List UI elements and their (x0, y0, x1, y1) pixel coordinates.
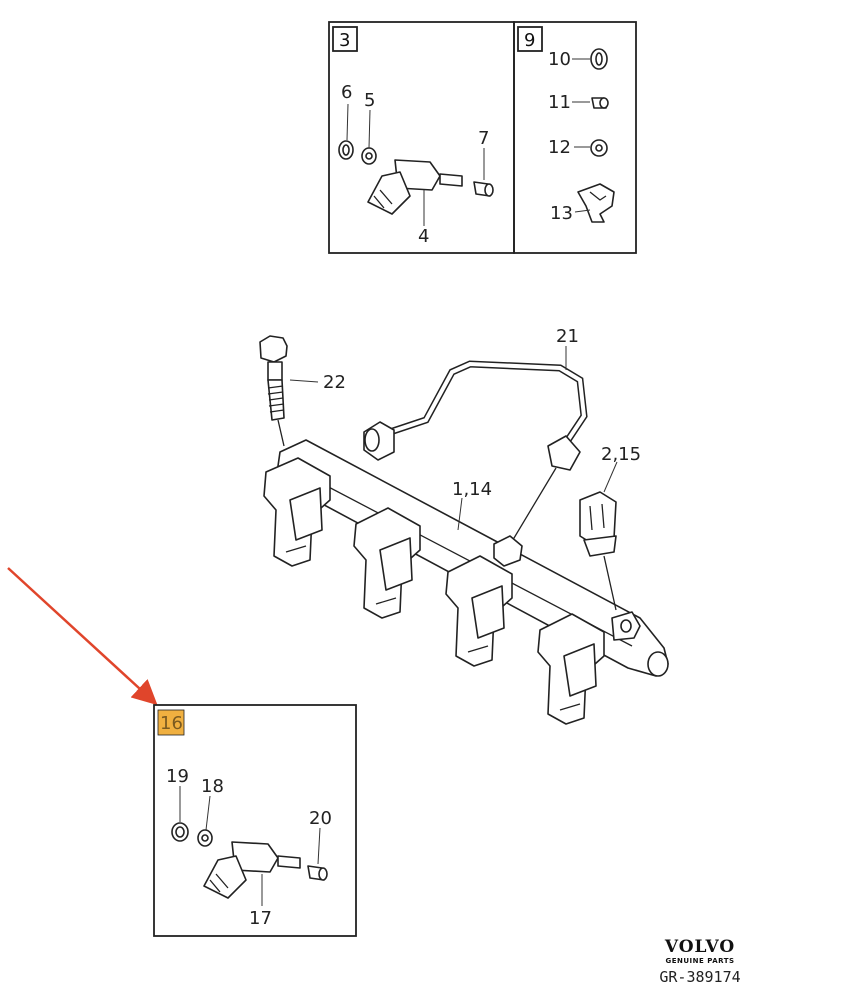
injector-17-icon (203, 841, 301, 899)
label-18: 18 (201, 776, 224, 797)
label-19: 19 (166, 766, 189, 787)
inset-box-3[interactable]: 3 6 5 7 4 (328, 21, 515, 254)
box-number-9: 9 (524, 30, 535, 51)
label-10: 10 (548, 49, 571, 70)
fuel-line-21-icon (363, 360, 588, 549)
label-17: 17 (249, 908, 272, 929)
box-number-highlight-16 (157, 709, 185, 736)
diagram-reference-number: GR-389174 (659, 968, 741, 986)
pressure-sensor-2-15-icon (579, 491, 617, 611)
label-20: 20 (309, 808, 332, 829)
label-6: 6 (341, 82, 352, 103)
fuel-rail-assembly[interactable]: 22 21 2,15 1,14 (259, 326, 669, 725)
injector-cup-1-icon (263, 457, 331, 567)
inset-box-16[interactable]: 16 19 18 20 17 (153, 704, 357, 937)
volvo-genuine-parts-logo: VOLVO GENUINE PARTS (640, 938, 760, 966)
label-5: 5 (364, 90, 375, 111)
pointer-arrow (7, 567, 158, 706)
label-2-15: 2,15 (601, 444, 641, 465)
bolt-22-icon (259, 335, 288, 447)
box-number-16: 16 (160, 713, 183, 734)
injector-cup-4-icon (537, 611, 641, 725)
label-7: 7 (478, 128, 489, 149)
label-4: 4 (418, 226, 429, 247)
logo-brand: VOLVO (664, 937, 736, 957)
box-number-frame-3 (332, 26, 358, 52)
injector-4-icon (367, 159, 463, 215)
logo-tagline: GENUINE PARTS (665, 957, 735, 965)
injector-cup-2-icon (353, 507, 421, 619)
box-number-frame-9 (517, 26, 543, 52)
label-1-14: 1,14 (452, 479, 492, 500)
label-22: 22 (323, 372, 346, 393)
inset-box-9[interactable]: 9 10 11 12 13 (513, 21, 637, 254)
label-21: 21 (556, 326, 579, 347)
label-11: 11 (548, 92, 571, 113)
box-number-3: 3 (339, 30, 350, 51)
label-12: 12 (548, 137, 571, 158)
injector-cup-3-icon (445, 535, 523, 667)
label-13: 13 (550, 203, 573, 224)
clip-13-icon (577, 183, 615, 223)
